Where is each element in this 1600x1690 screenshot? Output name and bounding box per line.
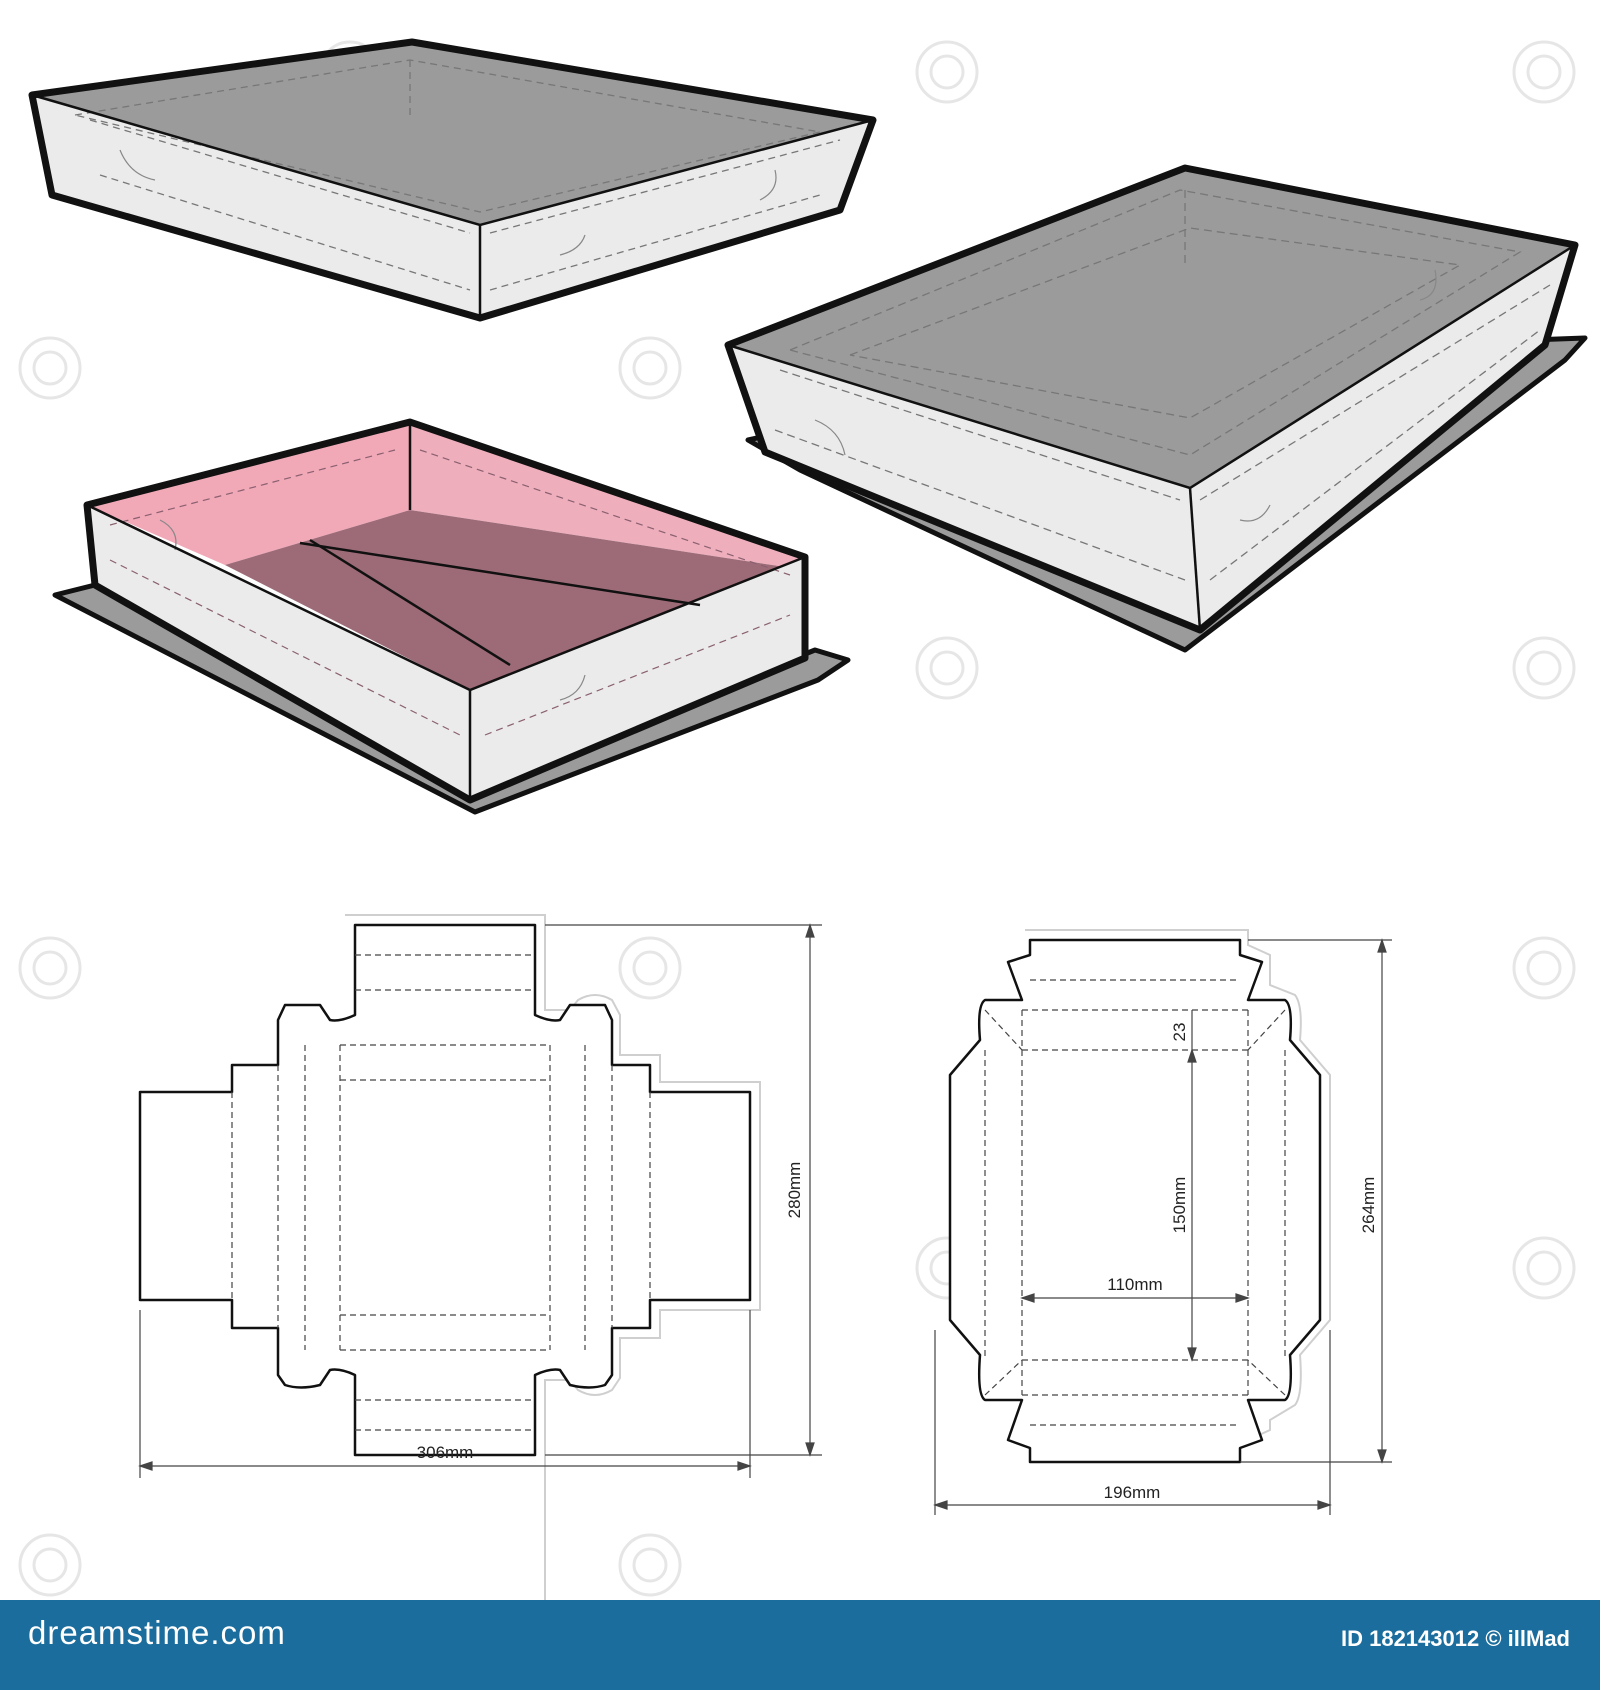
- brand-logo[interactable]: dreamstime.com: [28, 1614, 286, 1651]
- dimension-width-label: 196mm: [1104, 1483, 1161, 1502]
- dimension-lines: [138, 923, 822, 1478]
- assembled-box-3d-view: [724, 164, 1588, 653]
- inner-width-label: 110mm: [1107, 1275, 1162, 1294]
- flap-depth-label: 23: [1170, 1023, 1189, 1042]
- base-tray-3d-view: [52, 418, 851, 815]
- dimension-lines: [933, 938, 1392, 1515]
- box-dieline-illustration: 306mm 280mm: [18, 38, 1588, 1600]
- dieline-base-flat: 196mm 264mm 110mm 150mm 23: [933, 929, 1392, 1515]
- image-id-credit: ID 182143012 © illMad: [1340, 1626, 1570, 1651]
- dimension-height-label: 264mm: [1359, 1177, 1378, 1234]
- dieline-lid-flat: 306mm 280mm: [138, 914, 822, 1600]
- lid-3d-view: [28, 38, 877, 322]
- dimension-height-label: 280mm: [785, 1162, 804, 1219]
- footer-bar: dreamstime.com ID 182143012 © illMad: [0, 1600, 1600, 1690]
- inner-height-label: 150mm: [1170, 1177, 1189, 1234]
- dimension-width-label: 306mm: [417, 1443, 474, 1462]
